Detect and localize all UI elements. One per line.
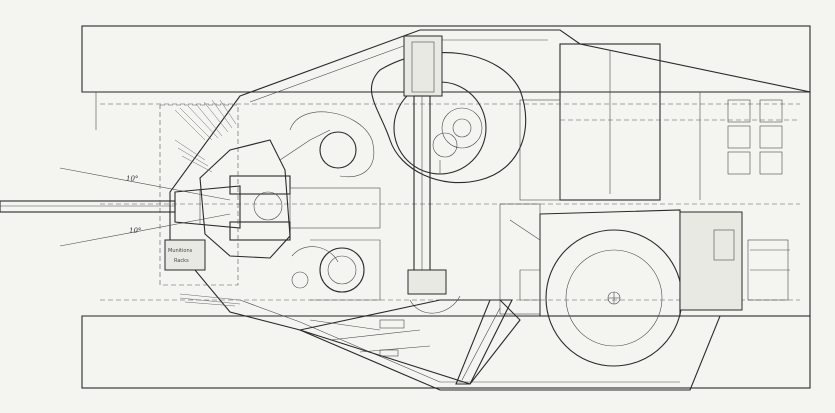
angle-up-label: 10° xyxy=(126,175,138,183)
crew-seat-upper xyxy=(279,111,374,178)
lower-track xyxy=(81,315,811,389)
transmission xyxy=(499,203,541,315)
gun-breech xyxy=(199,139,381,259)
lower-compartment xyxy=(297,299,521,385)
crew-seat-lower xyxy=(291,239,381,301)
ammo-label-line1: Munitions xyxy=(168,248,193,254)
turret-mechanism xyxy=(370,35,527,314)
rear-compartment xyxy=(519,43,800,201)
upper-track xyxy=(81,25,811,130)
engine-compartment xyxy=(539,209,790,367)
ammo-rack-left: Munitions Racks xyxy=(159,99,241,307)
ammo-label-line2: Racks xyxy=(174,258,189,264)
main-gun-barrel xyxy=(0,185,241,229)
angle-down-label: 10° xyxy=(129,227,141,235)
